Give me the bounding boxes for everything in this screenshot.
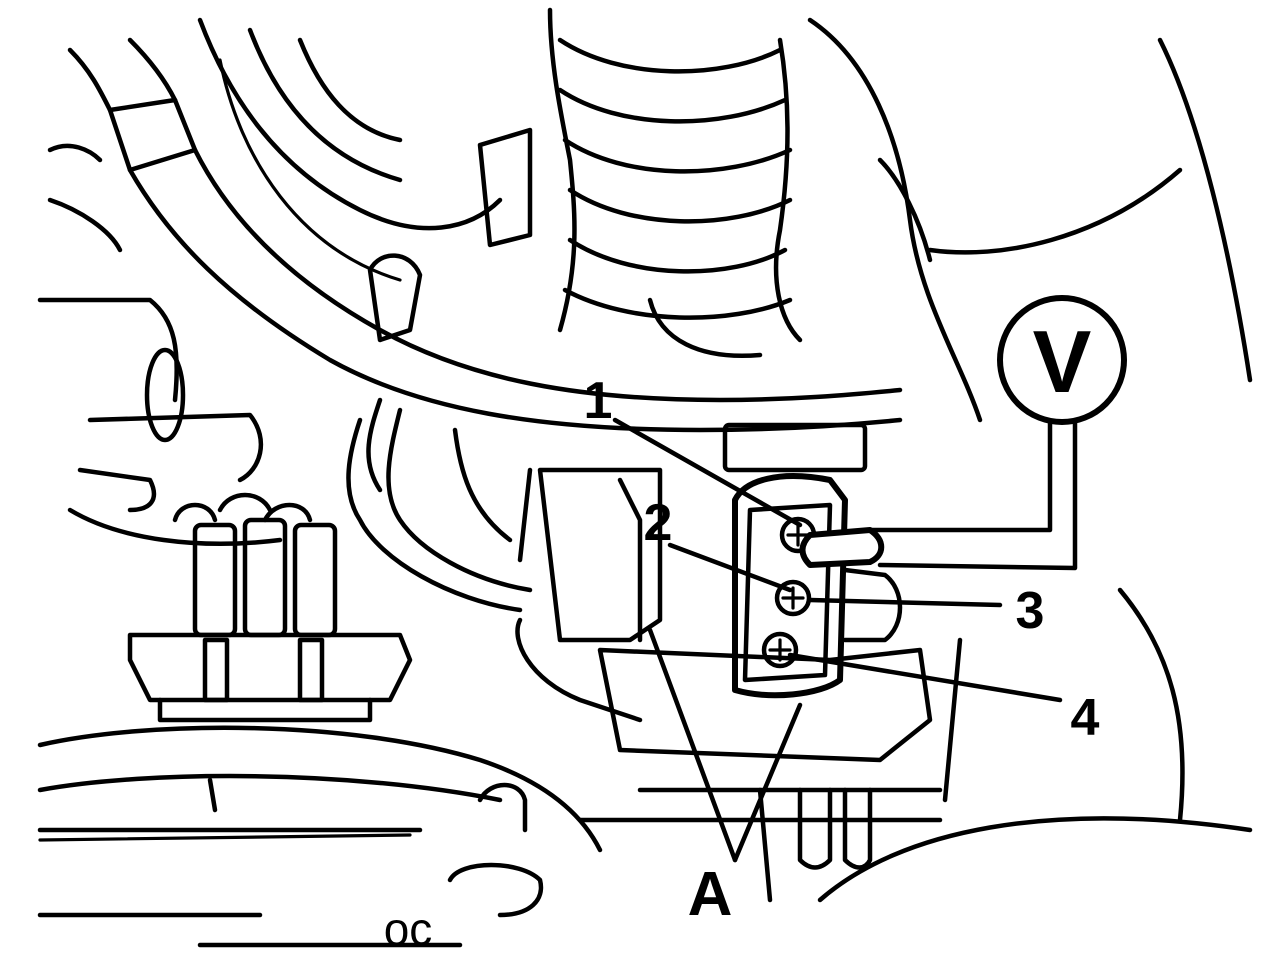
hose-clamp [367,127,533,343]
voltmeter-symbol: V [1033,312,1092,411]
terminal-label-2: 2 [644,494,673,552]
bellows [547,7,803,358]
leader-1 [612,417,803,528]
voltmeter-circle [997,295,1127,425]
voltmeter: V [997,295,1127,425]
terminal-plate [732,473,903,699]
left-engine-parts [37,143,283,546]
terminal-screw-4 [761,631,799,669]
module-body [515,422,943,903]
module-wires [346,397,533,613]
terminal-label-4: 4 [1071,689,1100,747]
part-label-a: A [688,860,733,929]
leader-a-right [732,702,803,863]
terminal-label-1: 1 [584,372,613,430]
leader-3 [807,597,1003,608]
valve-cover [37,725,603,948]
leader-2 [667,542,793,593]
fragment-text: oc [384,903,433,955]
terminal-label-3: 3 [1016,582,1045,640]
voltmeter-probe [799,417,1078,571]
leader-a-left [647,627,738,863]
wire-connector [127,492,413,723]
background-hoses [67,17,903,433]
callout-leaders [612,417,1063,863]
leader-4 [787,652,1063,703]
right-frame [807,17,1253,903]
